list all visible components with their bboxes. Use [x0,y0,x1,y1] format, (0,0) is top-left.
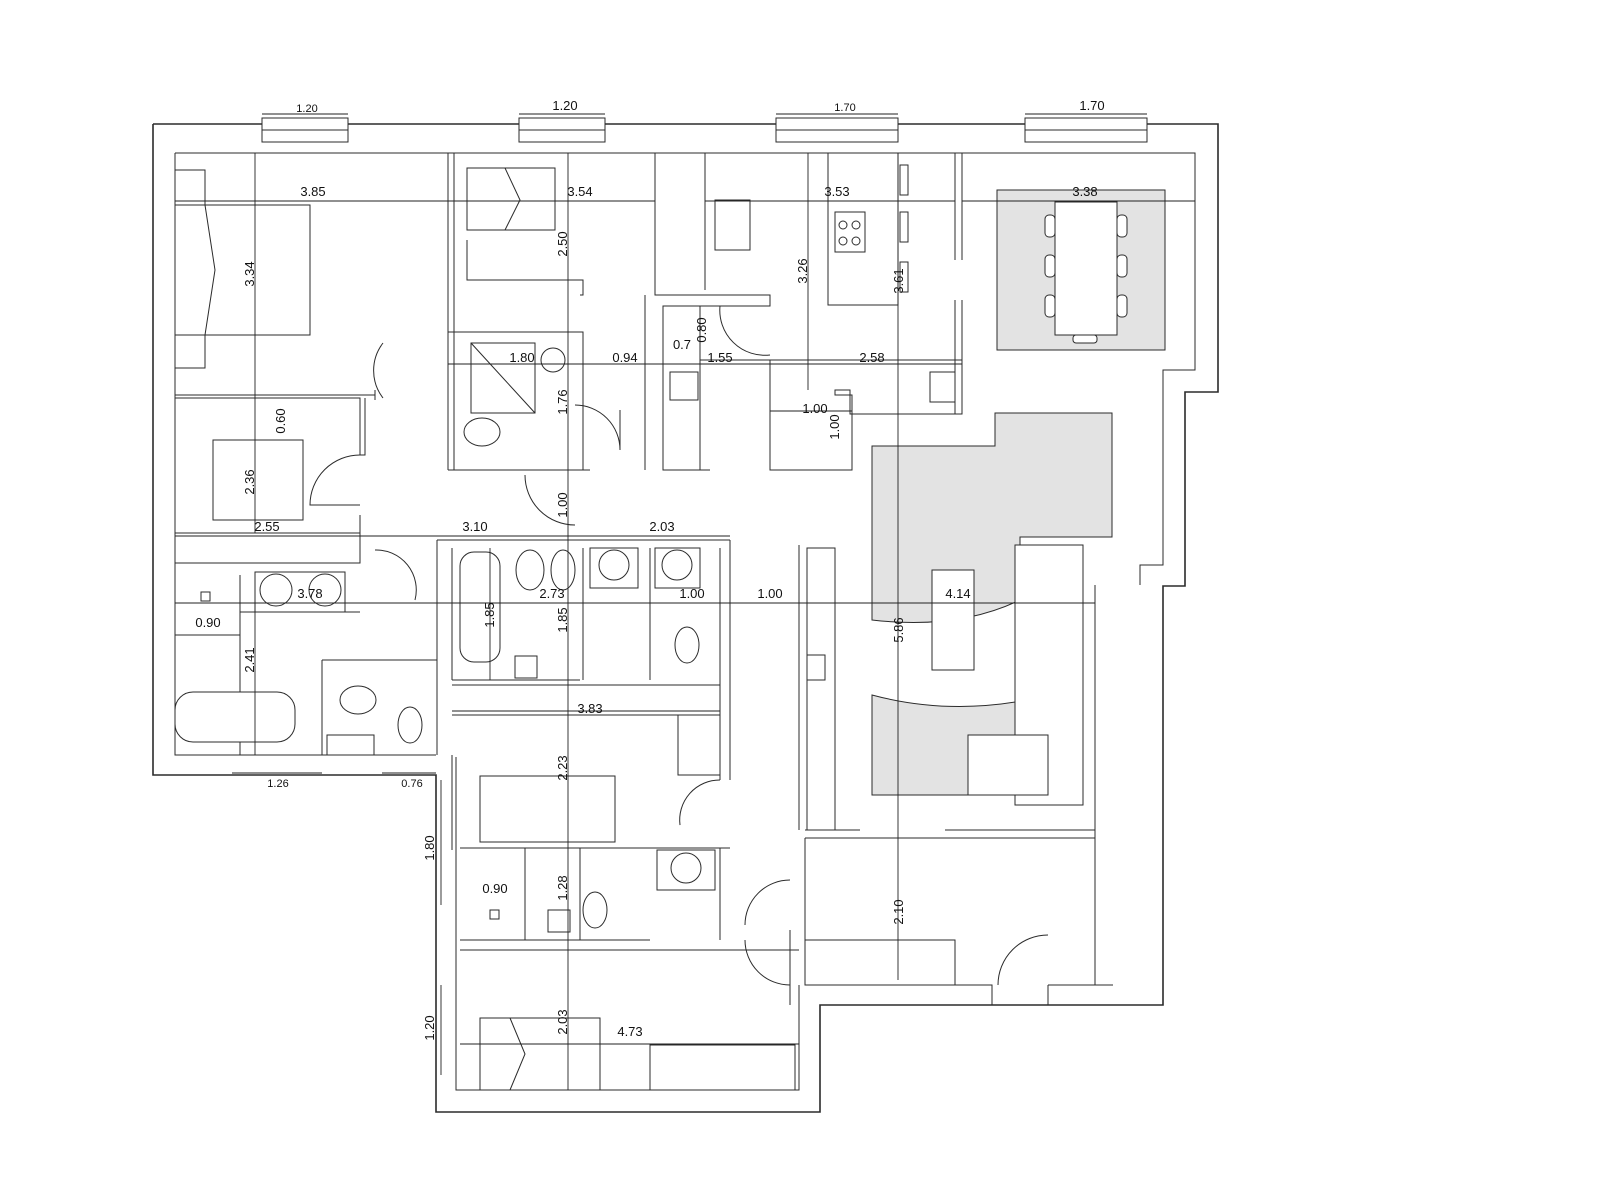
dim-ensuite-width: 3.78 [297,586,322,601]
living-area [871,412,1113,806]
dim-corridor-height: 1.00 [555,492,570,517]
dim-pantry-b: 0.80 [694,317,709,342]
toilet-5 [397,706,423,744]
dim-bath3-height: 1.85 [482,602,497,627]
dim-bottom-window-b: 1.20 [422,1015,437,1040]
dim-laundry-height: 1.28 [555,875,570,900]
dim-living-height: 5.86 [891,617,906,642]
outer-walls [152,123,1219,1113]
single-bed [466,167,556,231]
dim-ensuite-a: 0.90 [195,615,220,630]
dim-bath-b: 2.03 [649,519,674,534]
furniture [174,152,1166,1091]
dim-kitchen-height-2: 3.61 [891,268,906,293]
window-width-2: 1.20 [552,98,577,113]
washbasin-4 [259,573,293,607]
dim-kitchen-height: 3.26 [795,258,810,283]
toilet-6 [582,891,608,929]
dim-dressing-width: 2.55 [254,519,279,534]
dim-utility-width: 2.58 [859,350,884,365]
washbasin-2 [598,549,630,581]
window-width-3: 1.70 [834,102,855,114]
dim-hall-a: 0.94 [612,350,637,365]
window-width-4: 1.70 [1079,98,1104,113]
dim-ensuite-height: 2.41 [242,647,257,672]
dim-laundry-width: 0.90 [482,881,507,896]
dim-dressing-height: 2.36 [242,469,257,494]
dim-kitchen-width: 3.53 [824,184,849,199]
doors [309,305,1049,986]
dim-utility-a: 1.00 [802,401,827,416]
washbasin-1 [540,347,566,373]
cooktop [834,211,866,253]
washbasin-6 [670,852,702,884]
dim-pantry-c: 1.55 [707,350,732,365]
dim-dressing-a: 0.60 [273,408,288,433]
dim-hall-height: 2.23 [555,755,570,780]
double-bed [174,204,311,336]
dim-bath-width: 3.10 [462,519,487,534]
washbasin-5 [308,573,342,607]
kitchen-sink [714,199,751,251]
dim-bedroom3-width: 4.73 [617,1024,642,1039]
dim-pantry-a: 0.7 [673,337,691,352]
dim-dining-width: 3.38 [1072,184,1097,199]
dimension-labels: 1.20 1.20 1.70 1.70 3.85 3.54 3.53 3.38 … [195,98,1104,1041]
dim-bedroom2-width: 3.54 [567,184,592,199]
bidet [550,549,576,591]
window-width-1: 1.20 [296,103,317,115]
dim-corridor-width: 1.00 [757,586,782,601]
toilet-1 [463,417,501,447]
dim-bedroom2-height: 2.50 [555,231,570,256]
dim-hall-width: 3.83 [577,701,602,716]
toilet-4 [339,685,377,715]
dim-window-bottom-a: 1.26 [267,778,288,790]
toilet-3 [674,626,700,664]
dim-bedroom1-height: 3.34 [242,261,257,286]
dim-bath2-height: 1.76 [555,389,570,414]
top-windows [261,113,1148,143]
dim-entry-height: 2.10 [891,899,906,924]
dim-window-bottom-b: 0.76 [401,778,422,790]
dim-bath3-width: 2.73 [539,586,564,601]
toilet-2 [515,549,545,591]
dim-bedroom1-width: 3.85 [300,184,325,199]
dim-living-width: 4.14 [945,586,970,601]
dim-shower-width: 1.80 [509,350,534,365]
dining-table [1054,201,1118,336]
dimension-lines [175,153,1195,1090]
dim-wc-width: 1.00 [679,586,704,601]
dim-bedroom3-height: 2.03 [555,1009,570,1034]
bathtub-2 [174,691,296,743]
coffee-table [931,569,975,671]
dim-bath3-height-2: 1.85 [555,607,570,632]
washbasin-3 [661,549,693,581]
dim-utility-b: 1.00 [827,414,842,439]
dim-bottom-window-a: 1.80 [422,835,437,860]
